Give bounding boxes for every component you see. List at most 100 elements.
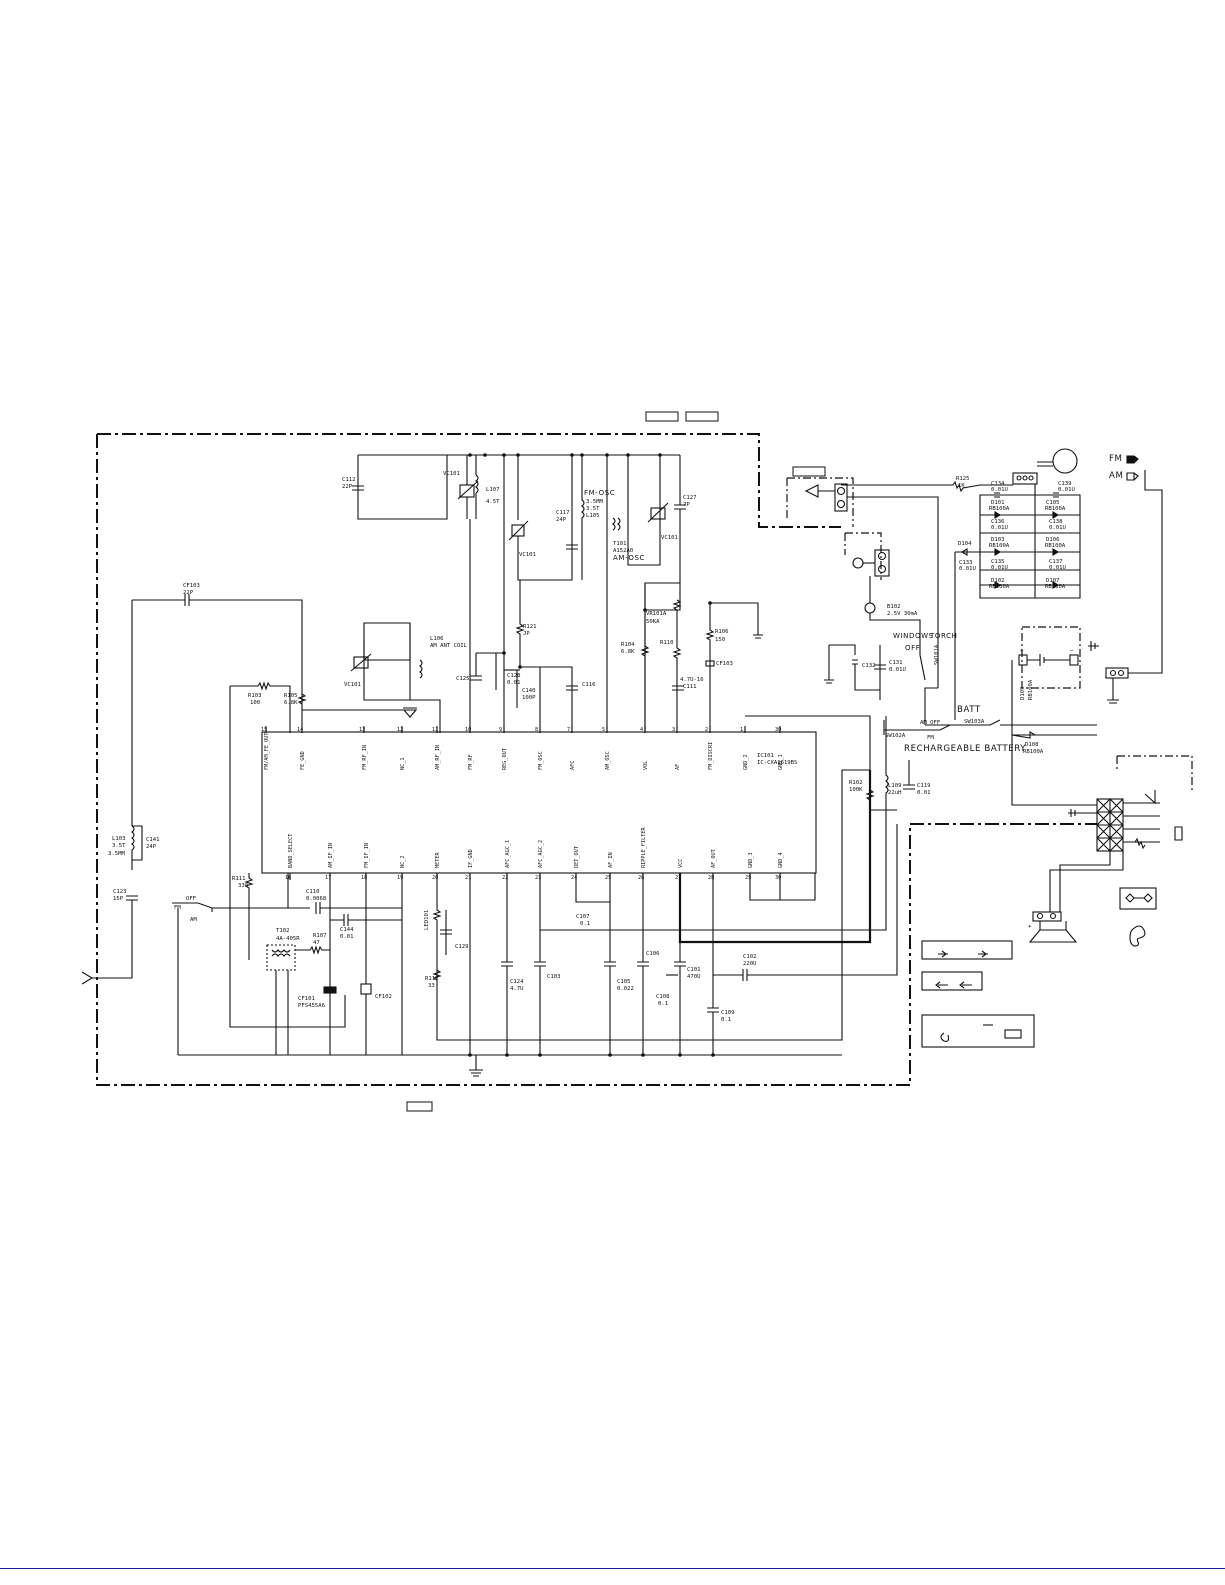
cf101-part: PFS455A6 [298,1003,325,1009]
l103-name: L103 [112,836,125,842]
ic-pin-label: GND_4 [778,852,784,868]
c127-value: 7P [683,502,690,508]
r111-value: 330 [238,883,248,889]
c108-value: 0.1 [658,1001,668,1007]
t102-name: T102 [276,928,289,934]
d103-name: D103 [991,537,1004,543]
c128-value: 0.01 [507,680,520,686]
r117-value: 33 [428,983,435,989]
r106-value: 150 [715,637,725,643]
ear-icon [1129,925,1146,947]
c109-value: 0.1 [721,1017,731,1023]
battery-switch-section: BATT SW103A AM OFF SW102A FM RECHARGEABL… [884,470,1163,806]
ic-pin-label: FM/AM_FE_OUT [264,733,270,770]
ic-pin-number: 25 [605,875,611,881]
c105-value: 0.022 [617,986,634,992]
d108-name: D108 [1025,742,1039,748]
ic-pin-number: 8 [535,727,538,733]
vc101-a-label: VC101 [443,471,460,477]
vc101-c-label: VC101 [661,535,678,541]
c105-name: C105 [617,979,630,985]
ic101-part: IC-CXA1619BS [757,760,797,766]
c140-value: 100P [522,695,536,701]
ic-pin-label: VOL [643,761,649,770]
ic-pin-number: 26 [638,875,644,881]
label-torch: TORCH [929,632,957,640]
t101-func: AM-OSC [613,554,645,562]
c107-name: C107 [576,914,589,920]
battery-plus: + [1020,648,1024,654]
jack-border [786,477,854,527]
c131-value: 0.01U [889,667,906,673]
charger-section: R125 1K FM AM C134 0.01U C139 0.01U D101… [804,448,1139,720]
c109-name: C109 [721,1010,734,1016]
ic-pin-label: GND_3 [748,852,754,868]
d108-part: RB100A [1023,749,1044,755]
ic-pin-label: AM_RF_IN [435,745,441,770]
ic-pin-number: 17 [325,875,331,881]
fm-osc-name: FM-OSC [584,489,615,497]
r104-name: R104 [621,642,635,648]
vc101-d-label: VC101 [344,682,361,688]
l109-value: 22uH [888,790,901,796]
r105-name: R105 [284,693,297,699]
page-bottom-rule [0,1568,1225,1569]
ic-pin-number: 21 [465,875,471,881]
c119-value: 0.01 [917,790,930,796]
ic-pin-label: AF_IN [608,852,614,868]
r103-name: R103 [248,693,261,699]
sw103a-label: SW103A [964,719,985,725]
ic-pin-label: GND_2 [743,754,749,770]
d104-label: D104 [958,541,972,547]
ic-pins-top: 15FM/AM_FE_OUT14FE_GND13FM_RF_IN12NC_111… [261,726,784,770]
t101-name: T101 [613,541,626,547]
c127-name: C127 [683,495,696,501]
c133-value: 0.01U [959,566,976,572]
misc-wire-3 [924,687,938,725]
t101-part: A152A0 [613,548,633,554]
main-board-border-bottom [96,434,1097,1086]
r104-value: 6.8K [621,649,635,655]
ic-pin-number: 28 [708,875,714,881]
ic-pin-number: 10 [465,727,471,733]
c136-value: 0.01U [991,525,1008,531]
fm-osc-size: 3.5MM [586,499,603,505]
c139-name: C139 [1058,481,1071,487]
ic-pin-number: 7 [567,727,570,733]
ic-pin-label: VCC [678,859,684,868]
tag-box-3 [792,466,826,477]
d109-part: RB100A [1028,679,1034,700]
lamp-icon [852,557,864,569]
battery-icon [1004,1029,1022,1039]
vc101-b-label: VC101 [519,552,536,558]
r121-value: JP [523,631,530,637]
d109-name: D109 [1020,687,1026,700]
r107-name: R107 [313,933,326,939]
ic-pin-number: 2 [705,727,708,733]
label-fm: FM [1109,454,1123,464]
c111-value: 4.7U-16 [680,677,704,683]
ic-pin-label: BAND_SELECT [288,834,294,868]
ic-pin-number: 14 [297,727,303,733]
r117-name: R117 [425,976,438,982]
c137-value: 0.01U [1049,565,1066,571]
ic-pin-label: METER [435,852,441,868]
b102-name: B102 [887,604,900,610]
c133-name: C133 [959,560,972,566]
c134-name: C134 [991,481,1005,487]
r125-name: R125 [956,476,969,482]
c137-name: C137 [1049,559,1062,565]
label-windows: WINDOWS [893,632,934,640]
c119-name: C119 [917,783,930,789]
d101-part: RB100A [989,506,1010,512]
ic-pin-number: 20 [432,875,438,881]
ic-pin-label: AFC [570,761,576,770]
output-connector: + [1028,790,1183,943]
c107-value: 0.1 [580,921,590,927]
ic-pin-number: 1 [740,727,743,733]
ic-pin-number: 3 [672,727,675,733]
torch-section: B102 2.5V 30mA WINDOWS OFF TORCH SW101A … [824,549,957,700]
ic-pin-number: 22 [502,875,508,881]
power-filter: R102 100K L109 22uH C119 0.01 [745,715,930,810]
